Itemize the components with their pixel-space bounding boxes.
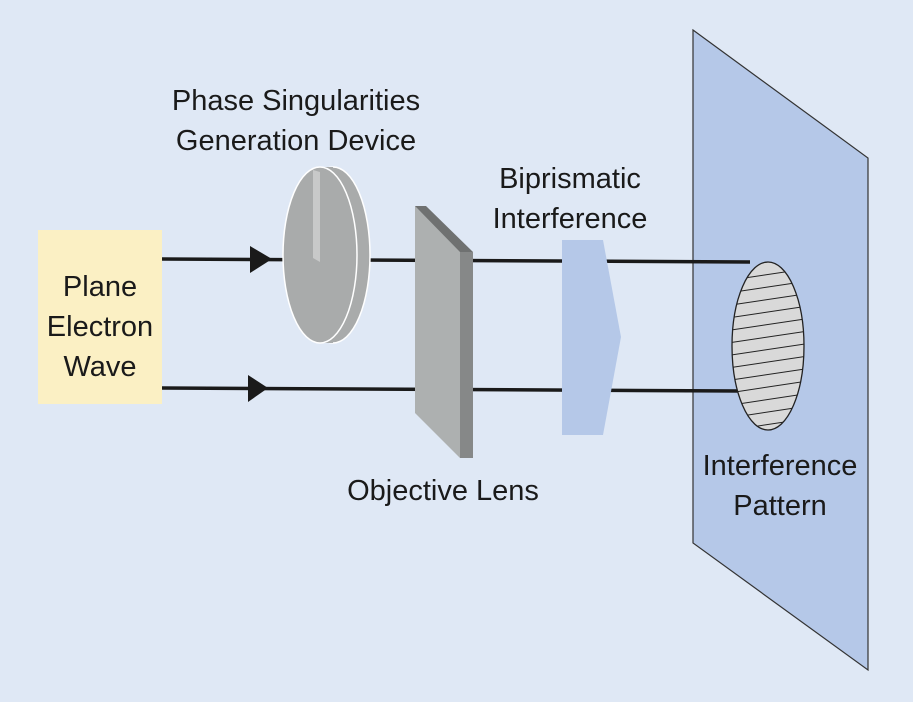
biprism-label-1: Biprismatic (499, 163, 641, 195)
source-label-3: Wave (63, 351, 136, 383)
pattern-label-2: Pattern (733, 490, 827, 522)
fringe-line (732, 355, 804, 369)
device-label-1: Phase Singularities (172, 85, 420, 117)
lens-label: Objective Lens (347, 475, 539, 507)
biprism (562, 240, 621, 435)
source-label-1: Plane (63, 271, 137, 303)
biprism-label-2: Interference (493, 203, 648, 235)
fringe-line (732, 293, 804, 306)
fringe-line (732, 368, 804, 381)
upper-arrow-icon (250, 246, 272, 273)
objective-lens (415, 206, 473, 458)
fringe-line (732, 318, 804, 331)
fringe-line (732, 305, 804, 319)
fringe-line (732, 343, 804, 356)
pattern-label-1: Interference (703, 450, 858, 482)
device-label-2: Generation Device (176, 125, 416, 157)
phase-singularity-disc (282, 166, 371, 344)
fringe-line (732, 330, 804, 344)
lower-arrow-icon (248, 375, 268, 402)
plane-electron-wave-box (38, 230, 162, 404)
fringe-line (732, 380, 804, 394)
source-label-2: Electron (47, 311, 153, 343)
